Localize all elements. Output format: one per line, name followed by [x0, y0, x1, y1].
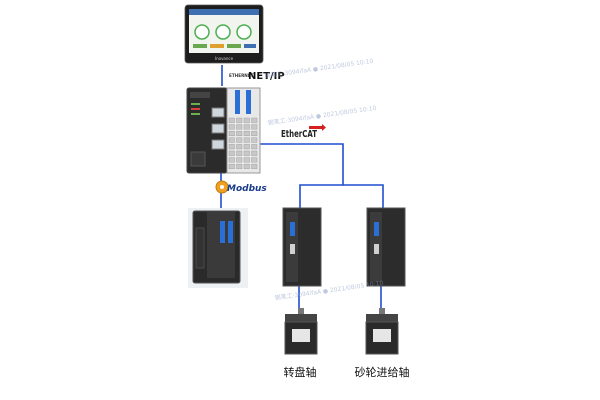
io-terminal — [243, 150, 250, 156]
io-terminal — [243, 124, 250, 130]
io-terminal — [228, 163, 235, 169]
io-terminal — [228, 137, 235, 143]
io-terminal — [236, 117, 243, 123]
io-terminal — [251, 137, 258, 143]
io-terminal — [228, 117, 235, 123]
ethernet-port — [211, 123, 225, 134]
io-terminal — [228, 157, 235, 163]
io-terminal — [236, 144, 243, 150]
gauge-icon — [215, 24, 231, 40]
gauge-icon — [194, 24, 210, 40]
io-terminal — [236, 150, 243, 156]
io-terminal — [243, 137, 250, 143]
inverter-drive — [188, 208, 248, 288]
io-terminal — [251, 130, 258, 136]
servo-drive-2 — [366, 207, 406, 287]
plc-controller — [186, 87, 228, 174]
io-terminal — [251, 124, 258, 130]
servo-motor-2 — [365, 308, 399, 355]
io-terminal — [243, 163, 250, 169]
ethercat-label: EtherCAT — [281, 129, 317, 140]
io-terminal — [236, 163, 243, 169]
io-terminal — [243, 117, 250, 123]
ethernet-ip-prefix: ETHERNET — [229, 73, 254, 78]
io-terminal — [236, 137, 243, 143]
io-terminal — [228, 144, 235, 150]
modbus-logo: Modbus — [215, 180, 267, 194]
servo-motor-1 — [284, 308, 318, 355]
io-terminal — [228, 150, 235, 156]
io-terminal — [236, 124, 243, 130]
servo-drive-1 — [282, 207, 322, 287]
io-terminal — [228, 124, 235, 130]
io-terminal — [228, 130, 235, 136]
gauge-icon — [236, 24, 252, 40]
io-terminal — [251, 163, 258, 169]
connection-lines — [220, 65, 384, 314]
hmi-brand-label: Inovance — [215, 56, 234, 61]
io-terminal — [243, 130, 250, 136]
io-terminal — [251, 157, 258, 163]
ethernet-ip-logo: ETHERNET NET/IP — [229, 71, 285, 82]
io-terminal — [243, 144, 250, 150]
ethercat-bus-line-2 — [343, 184, 384, 208]
ethercat-logo: EtherCAT — [281, 124, 326, 140]
ethernet-port — [211, 107, 225, 118]
io-terminal — [236, 157, 243, 163]
axis-label-grinding-feed: 砂轮进给轴 — [355, 365, 410, 379]
io-terminal — [251, 117, 258, 123]
ethernet-port — [211, 139, 225, 150]
io-terminal-grid — [228, 117, 258, 169]
modbus-label: Modbus — [227, 184, 267, 194]
io-terminal — [243, 157, 250, 163]
hmi-touch-panel: Inovance — [184, 4, 264, 64]
watermark-text: 钢笔工·3094ifaA ● 2021/08/05 10:10 — [267, 104, 377, 127]
ethercat-arrow-icon — [309, 124, 326, 131]
watermark-text: 钢笔工·3094ifaA ● 2021/08/05 10:10 — [264, 57, 374, 80]
io-terminal — [236, 130, 243, 136]
ethernet-ip-main: NET/IP — [248, 71, 285, 82]
io-terminal — [251, 144, 258, 150]
io-terminal — [251, 150, 258, 156]
axis-label-turntable: 转盘轴 — [284, 365, 317, 379]
